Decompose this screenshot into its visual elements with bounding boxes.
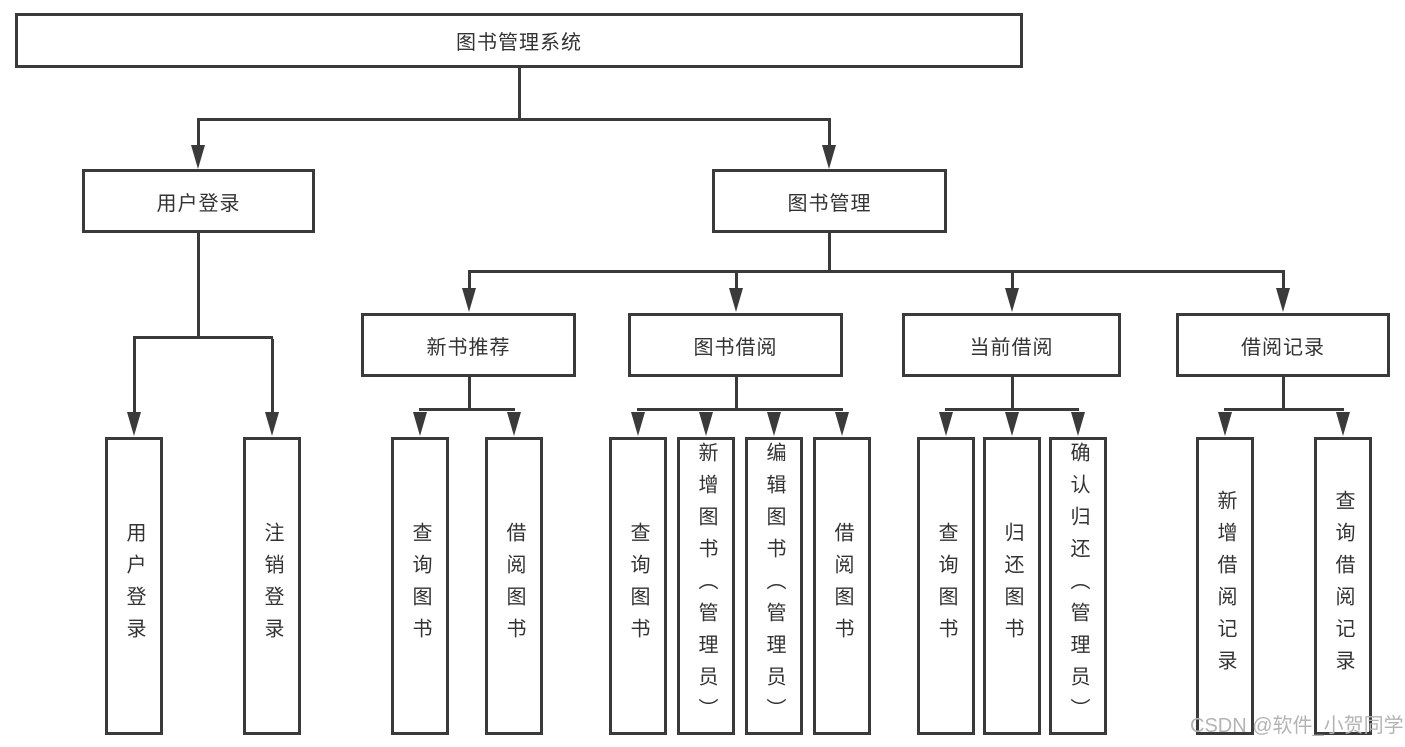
connector-vline: [1011, 273, 1014, 292]
node-new-book-recommendation: 新书推荐: [361, 313, 576, 377]
arrow-down-icon: [767, 412, 781, 436]
arrow-down-icon: [729, 288, 743, 312]
connector-vline: [1282, 377, 1285, 411]
arrow-down-icon: [822, 145, 836, 169]
leaf-query-books-recommend: 查询图书: [391, 437, 449, 735]
node-label: 借阅图书: [503, 522, 525, 650]
node-book-management: 图书管理: [712, 169, 947, 233]
node-current-borrowing: 当前借阅: [902, 313, 1121, 377]
node-label: 新增借阅记录: [1214, 490, 1236, 682]
csdn-watermark: CSDN @软件_小贺同学: [1190, 715, 1404, 737]
connector-vline: [735, 377, 738, 411]
arrow-down-icon: [462, 288, 476, 312]
connector-hline: [468, 270, 1285, 273]
connector-hline: [419, 408, 515, 411]
arrow-down-icon: [1071, 412, 1085, 436]
connector-vline: [133, 339, 136, 417]
arrow-down-icon: [1005, 288, 1019, 312]
arrow-down-icon: [939, 412, 953, 436]
connector-vline: [468, 273, 471, 292]
node-label: 查询图书: [627, 522, 649, 650]
node-label: 归还图书: [1001, 522, 1023, 650]
node-label: 借阅记录: [1241, 336, 1325, 359]
node-library-management-system: 图书管理系统: [15, 13, 1023, 68]
arrow-down-icon: [507, 412, 521, 436]
connector-vline: [735, 273, 738, 292]
node-label: 借阅图书: [831, 522, 853, 650]
node-label: 查询图书: [409, 522, 431, 650]
connector-vline: [468, 377, 471, 411]
arrow-down-icon: [631, 412, 645, 436]
node-label: 图书管理系统: [456, 32, 582, 54]
leaf-query-books-borrowing: 查询图书: [609, 437, 667, 735]
node-book-borrowing: 图书借阅: [628, 313, 843, 377]
connector-hline: [637, 408, 843, 411]
arrow-down-icon: [835, 412, 849, 436]
arrow-down-icon: [1336, 412, 1350, 436]
connector-vline: [197, 121, 200, 149]
leaf-edit-books-admin: 编辑图书（管理员）: [745, 437, 803, 735]
connector-vline: [828, 233, 831, 273]
connector-vline: [197, 233, 200, 339]
arrow-down-icon: [127, 412, 141, 436]
connector-vline: [271, 339, 274, 417]
leaf-logout: 注销登录: [243, 437, 301, 735]
node-label: 图书管理: [787, 192, 872, 215]
connector-hline: [133, 336, 273, 339]
leaf-query-borrow-record: 查询借阅记录: [1314, 437, 1372, 735]
connector-vline: [828, 121, 831, 149]
node-label: 查询图书: [935, 522, 957, 650]
connector-hline: [197, 118, 831, 121]
node-borrowing-records: 借阅记录: [1176, 313, 1390, 377]
leaf-add-borrow-record: 新增借阅记录: [1196, 437, 1254, 735]
node-label: 注销登录: [261, 522, 283, 650]
node-label: 确认归还（管理员）: [1067, 442, 1089, 730]
leaf-return-books: 归还图书: [983, 437, 1041, 735]
arrow-down-icon: [1005, 412, 1019, 436]
node-label: 当前借阅: [969, 336, 1054, 359]
node-label: 用户登录: [156, 192, 241, 215]
connector-hline: [945, 408, 1079, 411]
leaf-add-books-admin: 新增图书（管理员）: [677, 437, 735, 735]
node-label: 编辑图书（管理员）: [763, 442, 785, 730]
node-label: 新增图书（管理员）: [695, 442, 717, 730]
node-label: 用户登录: [123, 522, 145, 650]
connector-hline: [1224, 408, 1344, 411]
node-label: 新书推荐: [426, 336, 511, 359]
arrow-down-icon: [699, 412, 713, 436]
leaf-confirm-return-admin: 确认归还（管理员）: [1049, 437, 1107, 735]
arrow-down-icon: [413, 412, 427, 436]
leaf-borrow-books-recommend: 借阅图书: [485, 437, 543, 735]
connector-vline: [518, 68, 521, 121]
connector-vline: [1282, 273, 1285, 292]
leaf-query-books-current: 查询图书: [917, 437, 975, 735]
arrow-down-icon: [265, 412, 279, 436]
leaf-borrow-books: 借阅图书: [813, 437, 871, 735]
arrow-down-icon: [1218, 412, 1232, 436]
connector-vline: [1011, 377, 1014, 411]
node-label: 图书借阅: [693, 336, 778, 359]
arrow-down-icon: [191, 145, 205, 169]
node-user-login-group: 用户登录: [82, 169, 315, 233]
node-label: 查询借阅记录: [1332, 490, 1354, 682]
arrow-down-icon: [1276, 288, 1290, 312]
leaf-user-login: 用户登录: [105, 437, 163, 735]
